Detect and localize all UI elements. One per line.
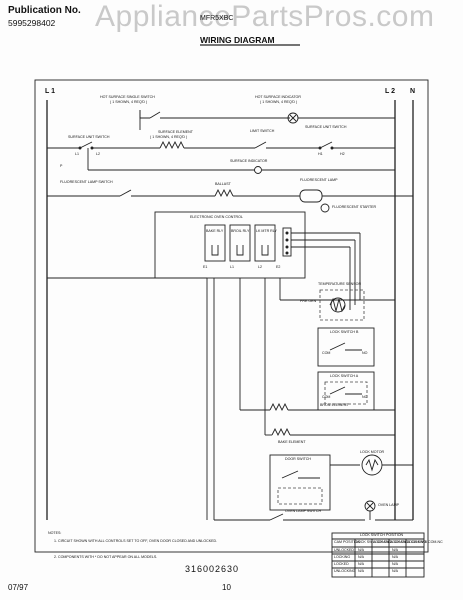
label-lock-motor: LOCK MOTOR <box>360 450 385 454</box>
oven-lamp-switch-contact <box>269 513 284 521</box>
lock-table-header-0: CAM POSITION <box>334 540 361 544</box>
ballast-coil <box>214 188 234 198</box>
label-broil-element: BROIL ELEMENT <box>320 403 349 407</box>
fluorescent-lamp-switch-contact <box>119 189 132 197</box>
label-hot-surface-switch-note: ( 1 SHOWN, 4 REQ'D ) <box>110 100 148 104</box>
label-surface-indicator: SURFACE INDICATOR <box>230 159 268 163</box>
diagram-title: WIRING DIAGRAM <box>200 35 275 45</box>
label-relay-1: BAKE RLY <box>206 229 224 233</box>
oven-control-box <box>154 211 306 279</box>
lock-row-0-label: UNLOCKED <box>334 548 354 552</box>
lock-table-frame <box>331 532 425 578</box>
mark-h1: H1 <box>318 152 323 156</box>
control-terminal-strip <box>282 227 292 257</box>
lock-table-header-1: LOCK SW A COM-NO <box>356 540 392 544</box>
label-surface-element-note: ( 1 SHOWN, 4 REQ'D ) <box>150 135 188 139</box>
lock-row-2-b: N/A <box>392 562 398 566</box>
label-relay-3: LK MTR RLY <box>256 229 277 233</box>
label-hot-surface-indicator-note: ( 1 SHOWN, 4 REQ'D ) <box>260 100 298 104</box>
mark-no-b: NO <box>362 351 368 355</box>
label-oven-lamp-switch: OVEN LAMP SWITCH <box>285 509 322 513</box>
broil-element-coil <box>269 402 289 412</box>
lock-switch-b-box <box>317 327 375 367</box>
model-number: MFR5XBC <box>200 15 234 22</box>
relay-3-box <box>254 224 276 262</box>
mark-h2: H2 <box>340 152 345 156</box>
label-hot-surface-switch: HOT SURFACE SINGLE SWITCH <box>100 95 155 99</box>
lock-table-header-4: LOCK SW B COM-NC <box>407 540 443 544</box>
label-temperature-sensor: TEMPERATURE SENSOR <box>318 282 362 286</box>
fluorescent-lamp-tube <box>299 189 323 203</box>
bake-element-coil <box>271 427 291 437</box>
lock-row-2-a: N/A <box>358 562 364 566</box>
lock-row-3-a: N/A <box>358 569 364 573</box>
label-limit-switch: LIMIT SWITCH <box>250 129 275 133</box>
terminal-n: N <box>410 88 416 95</box>
publication-number: 5995298402 <box>8 18 56 28</box>
fluorescent-starter-symbol <box>320 203 330 213</box>
label-relay-2: BROIL RLY <box>231 229 250 233</box>
hot-surface-switch-contact <box>149 111 161 119</box>
mark-p: P <box>60 164 63 168</box>
watermark: AppliancePartsPros.com <box>95 0 435 33</box>
lock-table-header-2: LOCK SW A COM-NC <box>373 540 409 544</box>
mark-e1: E1 <box>203 265 208 269</box>
lock-row-1-a: N/A <box>358 555 364 559</box>
surface-unit-switch-right-contact <box>319 141 333 149</box>
mark-e2: E2 <box>276 265 281 269</box>
temperature-sensor-dashed-box <box>319 289 365 321</box>
mark-l1b: L1 <box>230 265 234 269</box>
mark-l2: L2 <box>96 152 100 156</box>
lock-row-3-label: UNLOCKING <box>334 569 356 573</box>
publication-label: Publication No. <box>8 5 81 16</box>
label-fluorescent-starter: FLUORESCENT STARTER <box>332 205 377 209</box>
surface-indicator-lamp <box>254 166 262 174</box>
lock-row-0-b: N/A <box>392 548 398 552</box>
relay-1-box <box>204 224 226 262</box>
lock-row-2-label: LOCKED <box>334 562 349 566</box>
note-2: 2. COMPONENTS WITH * DO NOT APPEAR ON AL… <box>54 555 158 559</box>
notes-heading: NOTES: <box>48 531 62 535</box>
label-oven-control: ELECTRONIC OVEN CONTROL <box>190 215 243 219</box>
mark-l2b: L2 <box>258 265 262 269</box>
label-pre-oen: PRE OEN <box>300 299 317 303</box>
label-lock-switch-b: LOCK SWITCH B <box>330 330 359 334</box>
terminal-l1: L 1 <box>45 88 55 95</box>
lock-row-3-b: N/A <box>392 569 398 573</box>
label-door-switch: DOOR SWITCH <box>285 457 311 461</box>
mark-nc-a: NC <box>362 395 368 399</box>
diagram-frame <box>34 79 429 553</box>
relay-2-box <box>229 224 251 262</box>
terminal-l2: L 2 <box>385 88 395 95</box>
note-1: 1. CIRCUIT SHOWN WITH ALL CONTROLS SET T… <box>54 539 218 543</box>
lock-row-1-label: LOCKING <box>334 555 351 559</box>
surface-unit-switch-left-contact <box>79 141 93 149</box>
label-lock-switch-a: LOCK SWITCH A <box>330 374 359 378</box>
label-surface-element: SURFACE ELEMENT <box>158 130 193 134</box>
label-fluorescent-lamp: FLUORESCENT LAMP <box>300 178 338 182</box>
label-bake-element: BAKE ELEMENT <box>278 440 306 444</box>
mark-com-b: COM <box>322 351 331 355</box>
lock-table-title: LOCK SWITCH POSITION <box>360 533 404 537</box>
label-fluorescent-lamp-switch: FLUORESCENT LAMP SWITCH <box>60 180 113 184</box>
label-oven-lamp: OVEN LAMP <box>378 503 399 507</box>
door-switch-box <box>269 454 331 511</box>
label-ballast: BALLAST <box>215 182 231 186</box>
lock-table-header-3: LOCK SW B COM-NO <box>390 540 426 544</box>
lock-row-1-b: N/A <box>392 555 398 559</box>
limit-switch-contact <box>254 141 267 149</box>
label-hot-surface-indicator: HOT SURFACE INDICATOR <box>255 95 301 99</box>
label-surface-unit-switch-left: SURFACE UNIT SWITCH <box>68 135 110 139</box>
footer-page-number: 10 <box>222 583 231 592</box>
lock-row-0-a: N/A <box>358 548 364 552</box>
label-surface-unit-switch-right: SURFACE UNIT SWITCH <box>305 125 347 129</box>
surface-element-coil <box>159 140 185 150</box>
mark-com-a: COM <box>322 395 331 399</box>
part-number: 316002630 <box>185 564 240 574</box>
lock-motor-circle <box>361 454 383 476</box>
mark-l1: L1 <box>75 152 79 156</box>
footer-date: 07/97 <box>8 583 29 592</box>
